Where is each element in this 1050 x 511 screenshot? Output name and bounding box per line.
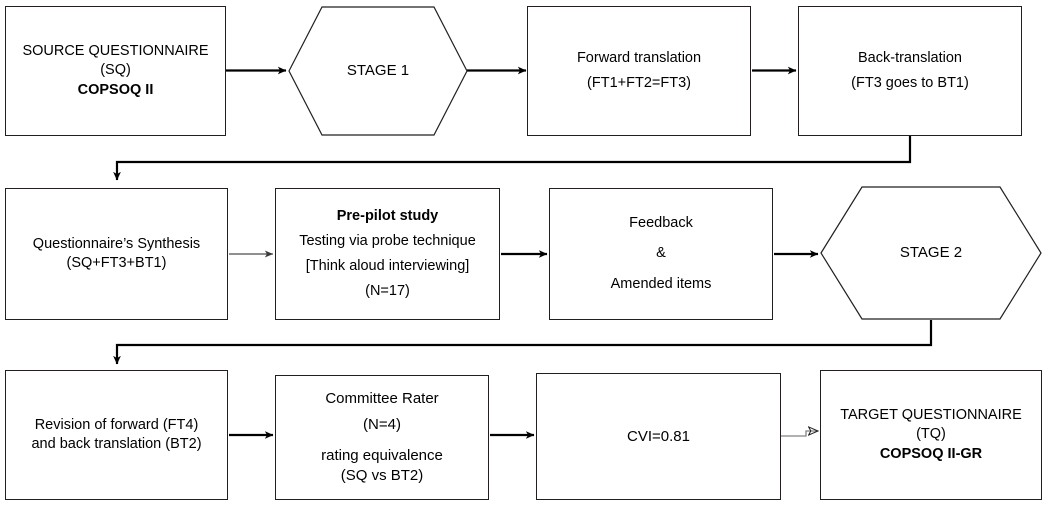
node-line: SOURCE QUESTIONNAIRE [22,43,209,60]
node-back-translation[interactable]: Back-translation (FT3 goes to BT1) [798,6,1022,136]
node-line: STAGE 2 [899,244,963,262]
node-forward-translation[interactable]: Forward translation (FT1+FT2=FT3) [527,6,751,136]
node-line: (N=4) [363,416,401,434]
node-line: Questionnaire’s Synthesis [32,235,201,252]
node-line: (N=17) [365,283,410,300]
node-pre-pilot-study[interactable]: Pre-pilot study Testing via probe techni… [275,188,500,320]
node-line: CVI=0.81 [627,427,690,445]
node-line: TARGET QUESTIONNAIRE [840,407,1022,424]
node-line: [Think aloud interviewing] [305,258,470,274]
node-line: and back translation (BT2) [31,436,202,452]
elbow-stage2-to-revision [113,320,933,365]
node-target-questionnaire[interactable]: TARGET QUESTIONNAIRE (TQ) COPSOQ II-GR [820,370,1042,500]
node-line: (FT3 goes to BT1) [851,75,969,91]
node-feedback-amended-items[interactable]: Feedback & Amended items [549,188,773,320]
node-line: Pre-pilot study [336,207,439,224]
hexagon-shape [288,6,468,136]
node-committee-rater[interactable]: Committee Rater (N=4) rating equivalence… [275,375,489,500]
node-line: Committee Rater [325,390,439,408]
node-line: Forward translation [576,49,702,66]
node-line: Back-translation [858,49,962,66]
node-line: (TQ) [916,426,946,443]
node-line: (FT1+FT2=FT3) [587,75,691,91]
node-line: COPSOQ II [77,81,154,98]
node-revision-translations[interactable]: Revision of forward (FT4) and back trans… [5,370,228,500]
hexagon-shape [820,186,1042,320]
node-stage-1[interactable]: STAGE 1 [288,6,468,136]
node-line: COPSOQ II-GR [879,445,983,462]
node-cvi-result[interactable]: CVI=0.81 [536,373,781,500]
node-line: Amended items [610,275,712,292]
node-line: (SQ) [100,62,131,79]
node-line: (SQ vs BT2) [340,466,424,484]
node-line: Revision of forward (FT4) [34,416,199,433]
node-questionnaire-synthesis[interactable]: Questionnaire’s Synthesis (SQ+FT3+BT1) [5,188,228,320]
node-line: Testing via probe technique [299,232,476,249]
node-line: rating equivalence [321,447,443,464]
node-line: Feedback [629,215,693,232]
arrow-cvi-to-target [781,431,818,437]
elbow-back-to-synthesis [113,136,912,181]
node-stage-2[interactable]: STAGE 2 [820,186,1042,320]
node-line: & [656,245,666,262]
node-line: (SQ+FT3+BT1) [66,255,167,271]
node-line: STAGE 1 [346,62,410,80]
node-source-questionnaire[interactable]: SOURCE QUESTIONNAIRE (SQ) COPSOQ II [5,6,226,136]
